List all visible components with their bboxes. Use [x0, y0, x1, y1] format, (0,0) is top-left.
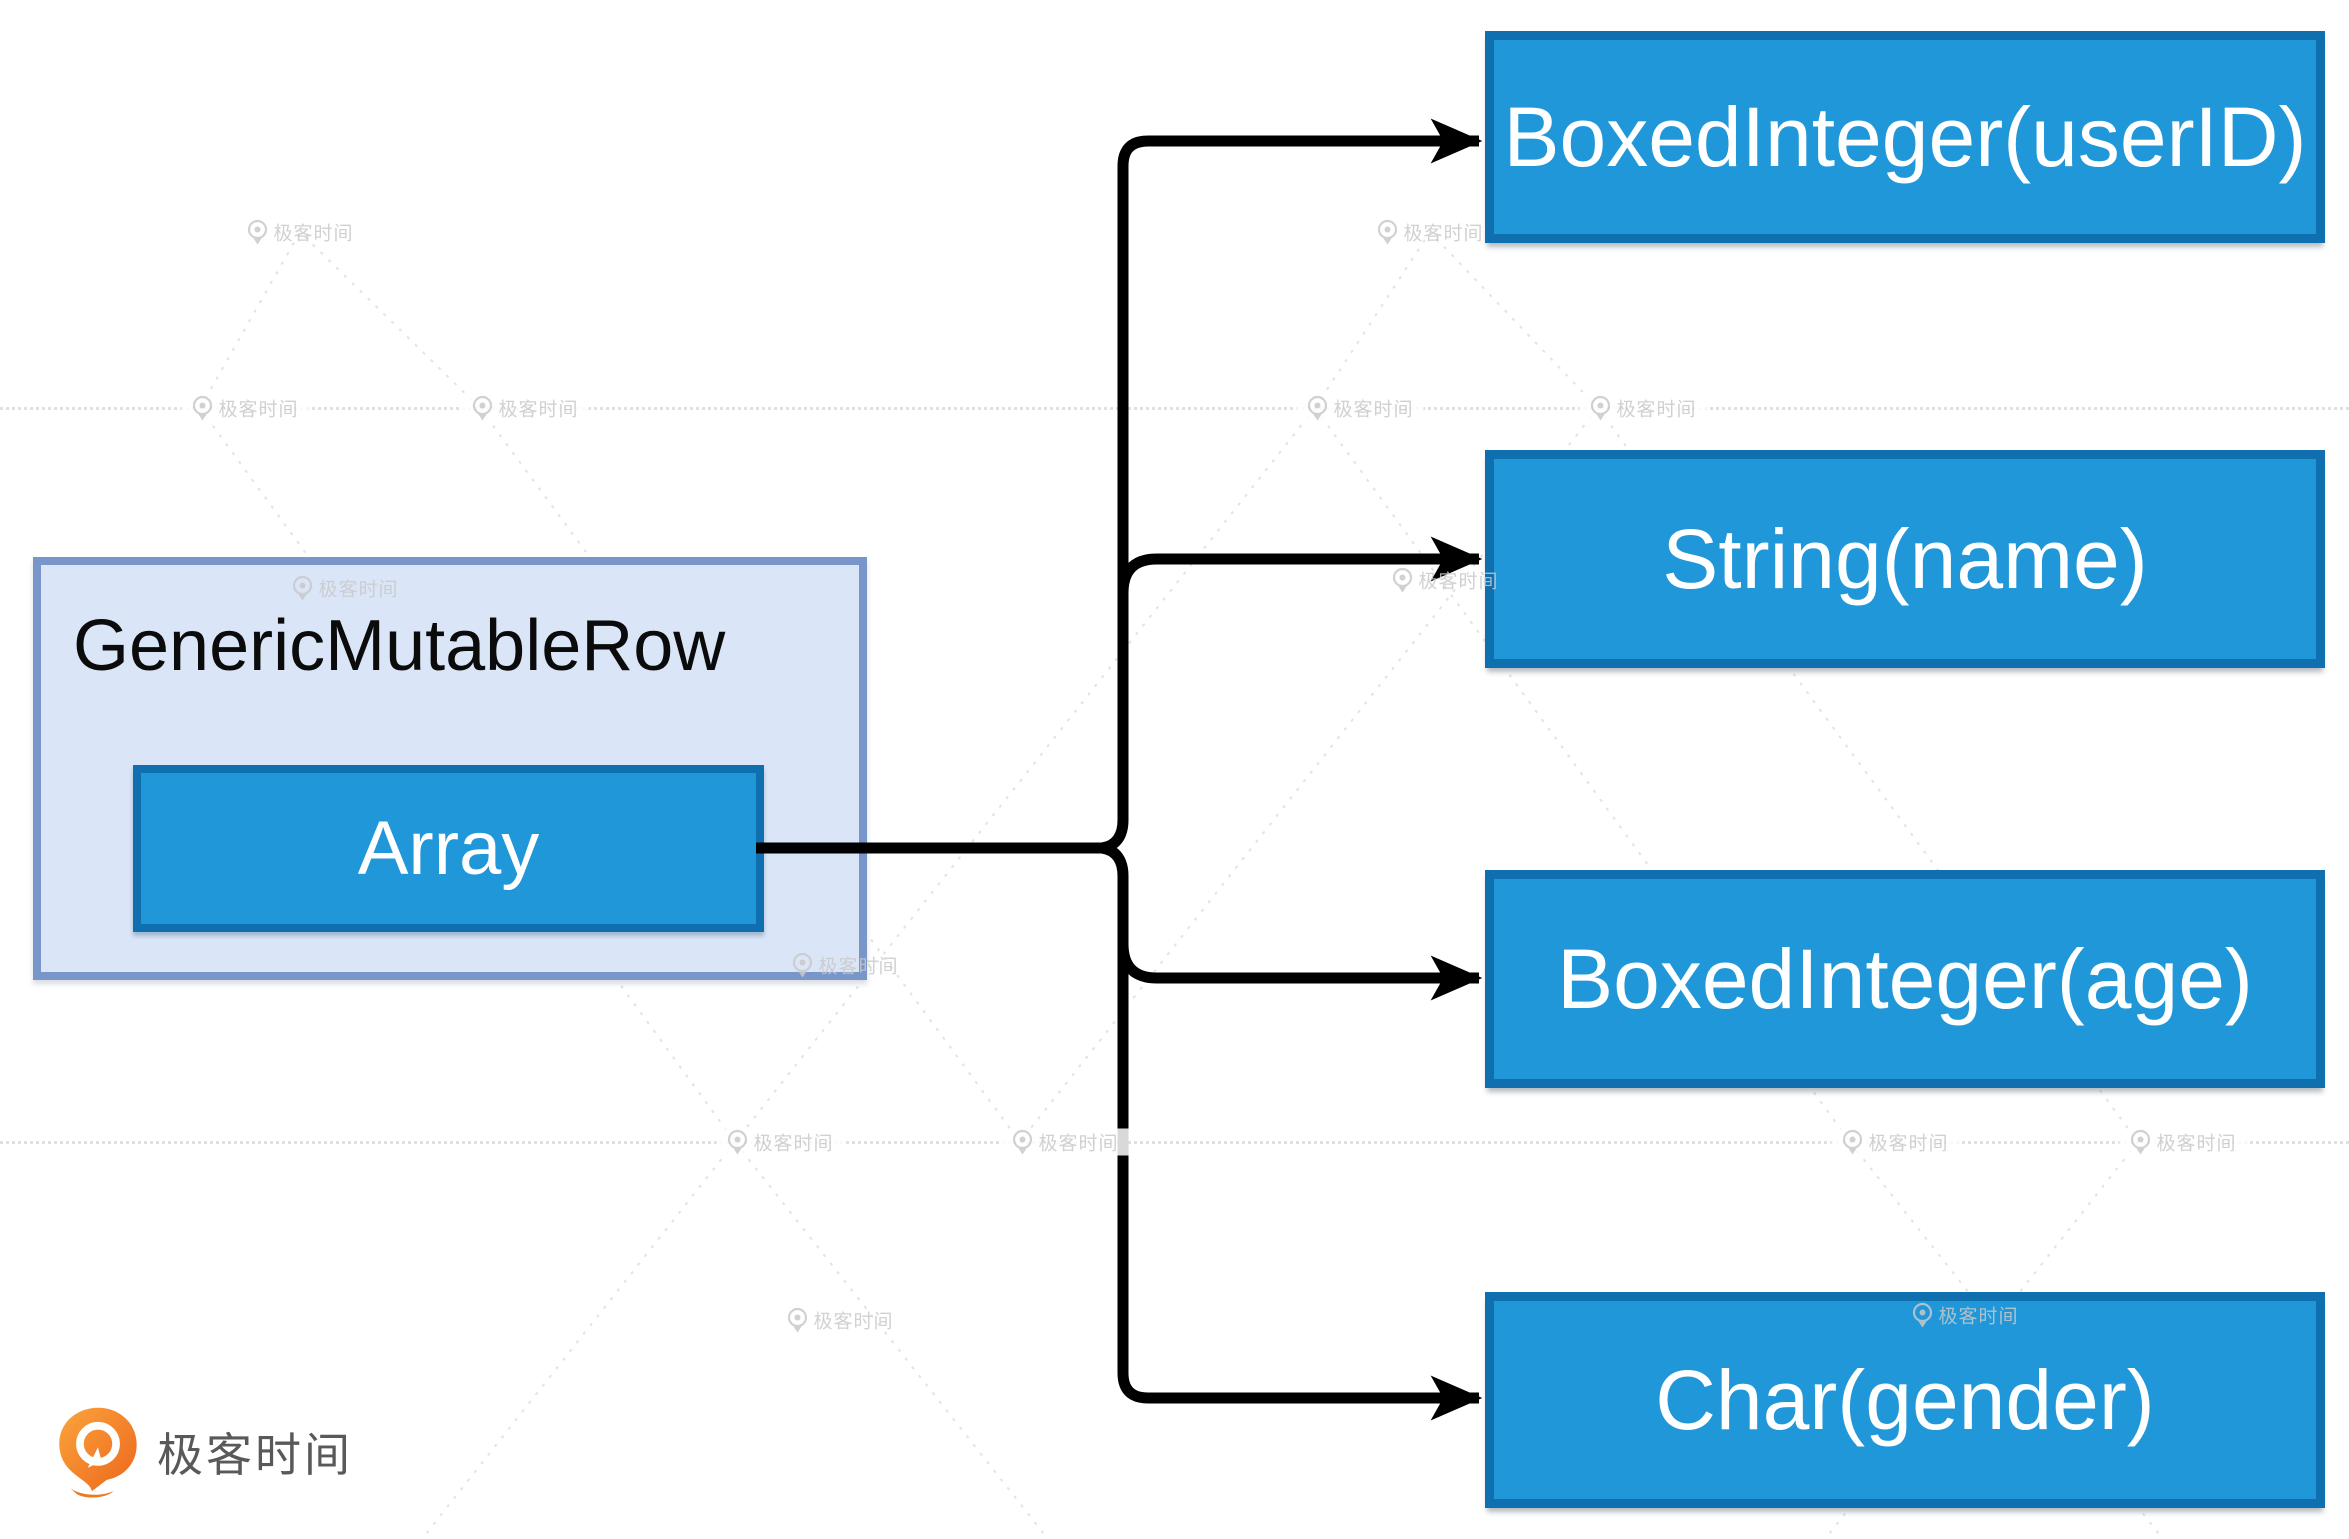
geektime-watermark: 极客时间	[786, 1307, 893, 1334]
edge-to-age	[1117, 943, 1483, 1001]
geektime-pin-icon	[1377, 219, 1398, 244]
geektime-pin-icon	[727, 1129, 748, 1154]
node-label: BoxedInteger(userID)	[1503, 89, 2307, 184]
geektime-pin-icon	[787, 1307, 808, 1332]
geektime-watermark: 极客时间	[1391, 567, 1498, 594]
node-label: BoxedInteger(age)	[1557, 931, 2253, 1026]
geektime-pin-icon	[192, 395, 213, 420]
geektime-pin-icon	[1012, 1129, 1033, 1154]
watermark-text: 极客时间	[753, 1133, 834, 1155]
geektime-watermark: 极客时间	[1376, 219, 1483, 246]
node-boxed-integer-userid: BoxedInteger(userID)	[1485, 31, 2325, 243]
geektime-pin-icon	[1842, 1129, 1863, 1154]
dotted-guide-line	[0, 1141, 2349, 1144]
geektime-watermark: 极客时间	[716, 1128, 844, 1156]
array-node: Array	[133, 765, 764, 932]
watermark-text: 极客时间	[813, 1311, 894, 1333]
geektime-watermark: 极客时间	[461, 394, 589, 422]
geektime-pin-icon	[1590, 395, 1611, 420]
geektime-watermark: 极客时间	[1296, 394, 1424, 422]
watermark-text: 极客时间	[1038, 1133, 1119, 1155]
node-boxed-integer-age: BoxedInteger(age)	[1485, 870, 2325, 1088]
array-node-label: Array	[357, 806, 540, 891]
edge-to-userid	[1100, 118, 1483, 854]
watermark-text: 极客时间	[273, 223, 354, 245]
watermark-text: 极客时间	[1333, 399, 1414, 421]
edge-to-gender	[1100, 842, 1483, 1421]
edge-to-name	[1117, 536, 1483, 594]
geektime-pin-icon	[472, 395, 493, 420]
geektime-pin-icon	[1392, 567, 1413, 592]
geektime-watermark: 极客时间	[2119, 1128, 2247, 1156]
generic-mutable-row-container: GenericMutableRow Array	[33, 557, 867, 980]
watermark-text: 极客时间	[2156, 1133, 2237, 1155]
watermark-text: 极客时间	[1403, 223, 1484, 245]
node-label: Char(gender)	[1655, 1352, 2155, 1447]
container-title: GenericMutableRow	[73, 606, 726, 686]
geektime-logo: 极客时间	[55, 1406, 353, 1498]
watermark-text: 极客时间	[1868, 1133, 1949, 1155]
node-char-gender: Char(gender)	[1485, 1292, 2325, 1508]
geektime-pin-icon	[2130, 1129, 2151, 1154]
watermark-text: 极客时间	[498, 399, 579, 421]
geektime-pin-icon	[1307, 395, 1328, 420]
dotted-guide-line	[0, 407, 2349, 410]
geektime-logo-text: 极客时间	[157, 1429, 353, 1481]
watermark-text: 极客时间	[218, 399, 299, 421]
geektime-watermark: 极客时间	[1831, 1128, 1959, 1156]
node-label: String(name)	[1662, 511, 2148, 606]
geektime-watermark: 极客时间	[181, 394, 309, 422]
geektime-watermark: 极客时间	[246, 219, 353, 246]
geektime-logo-icon	[59, 1407, 137, 1498]
geektime-watermark: 极客时间	[1579, 394, 1707, 422]
geektime-watermark: 极客时间	[1001, 1128, 1129, 1156]
geektime-pin-icon	[247, 219, 268, 244]
node-string-name: String(name)	[1485, 450, 2325, 668]
watermark-text: 极客时间	[1616, 399, 1697, 421]
